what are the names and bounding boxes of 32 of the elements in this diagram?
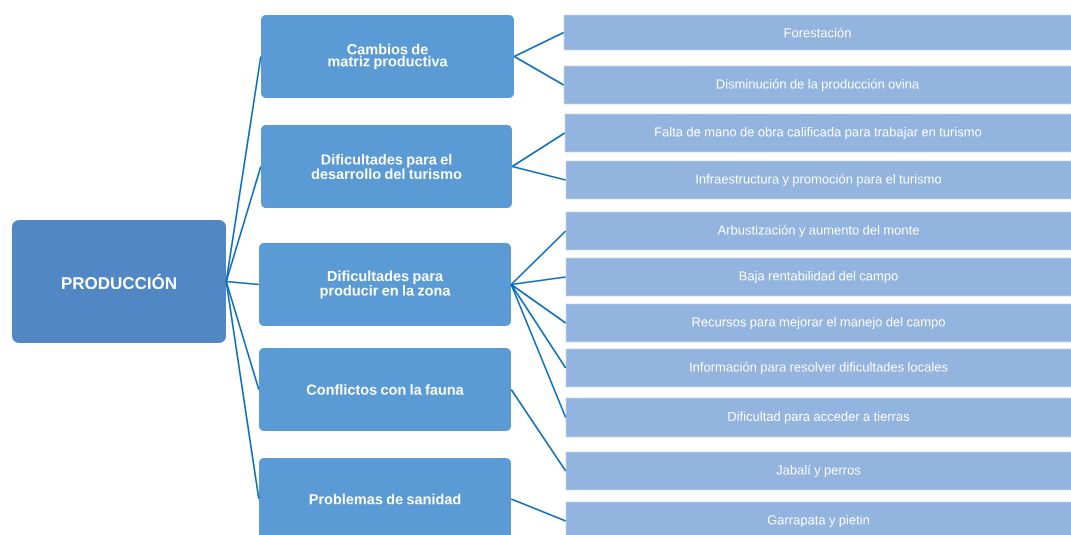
category-box: Conflictos con la fauna bbox=[259, 348, 511, 431]
connector-line bbox=[225, 280, 260, 286]
topic-box: PRODUCCIÓN bbox=[12, 220, 226, 343]
connector-line bbox=[510, 283, 567, 324]
item-box: Falta de mano de obra calificada para trabajar en turismo bbox=[564, 113, 1071, 153]
item-box: Garrapata y pietin bbox=[565, 501, 1071, 535]
connector-line bbox=[510, 388, 567, 472]
connector-line bbox=[511, 132, 566, 168]
connector-line bbox=[513, 55, 565, 86]
category-box: Cambios de matriz productiva bbox=[261, 15, 514, 98]
connector-line bbox=[225, 165, 262, 283]
category-box: Problemas de sanidad bbox=[259, 458, 511, 535]
item-box: Forestación bbox=[563, 14, 1071, 51]
category-box: Dificultades para producir en la zona bbox=[259, 243, 511, 326]
item-box: Dificultad para acceder a tierras bbox=[565, 397, 1071, 438]
category-box: Dificultades para el desarrollo del turismo bbox=[261, 125, 512, 208]
item-box: Recursos para mejorar el manejo del campo bbox=[565, 303, 1071, 343]
connector-line bbox=[225, 280, 260, 391]
item-box: Arbustización y aumento del monte bbox=[565, 211, 1071, 251]
item-box: Información para resolver dificultades locales bbox=[565, 348, 1071, 388]
item-box: Disminución de la producción ovina bbox=[563, 65, 1071, 105]
item-box: Baja rentabilidad del campo bbox=[565, 257, 1071, 297]
connector-line bbox=[511, 165, 567, 181]
connector-line bbox=[510, 230, 567, 286]
connector-line bbox=[510, 498, 567, 522]
connector-line bbox=[510, 276, 567, 286]
connector-line bbox=[510, 283, 567, 369]
connector-line bbox=[510, 283, 567, 419]
item-box: Jabalí y perros bbox=[565, 451, 1071, 491]
connector-line bbox=[513, 31, 565, 58]
connector-line bbox=[225, 280, 260, 500]
item-box: Infraestructura y promoción para el turismo bbox=[565, 160, 1071, 200]
